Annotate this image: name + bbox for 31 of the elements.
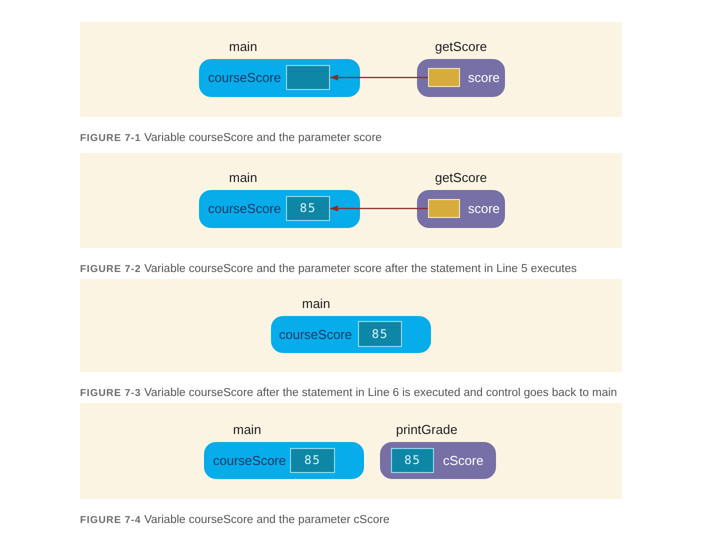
variable-name: courseScore bbox=[208, 70, 281, 86]
variable-name: score bbox=[468, 201, 500, 217]
variable-name: courseScore bbox=[213, 453, 286, 469]
memory-cell bbox=[286, 65, 330, 90]
function-name: main bbox=[229, 39, 258, 55]
figure-caption: FIGURE 7-4 Variable courseScore and the parameter cScore bbox=[80, 513, 390, 528]
variable-name: courseScore bbox=[279, 327, 352, 343]
function-name: getScore bbox=[434, 170, 488, 186]
variable-name: score bbox=[468, 70, 500, 86]
memory-cell bbox=[428, 199, 460, 218]
function-name: getScore bbox=[434, 39, 488, 55]
figure-panel bbox=[80, 403, 622, 499]
figure-caption: FIGURE 7-2 Variable courseScore and the parameter score after the statement in Line 5 executes bbox=[80, 262, 577, 277]
figure-caption: FIGURE 7-3 Variable courseScore after the statement in Line 6 is executed and control goes back to main bbox=[80, 386, 618, 401]
function-name: main bbox=[229, 170, 258, 186]
memory-cell bbox=[428, 68, 460, 87]
figure-panel bbox=[80, 22, 622, 117]
function-name: main bbox=[302, 296, 330, 312]
memory-cell: 85 bbox=[391, 448, 434, 473]
figure-panel bbox=[80, 153, 622, 248]
arrow bbox=[330, 206, 428, 212]
memory-cell: 85 bbox=[290, 448, 335, 473]
figure-panel bbox=[80, 279, 622, 372]
variable-name: courseScore bbox=[208, 201, 281, 217]
function-name: printGrade bbox=[396, 422, 458, 438]
memory-cell: 85 bbox=[358, 321, 402, 347]
function-name: main bbox=[233, 422, 262, 438]
variable-name: cScore bbox=[443, 453, 484, 469]
arrow bbox=[330, 74, 428, 80]
figure-caption: FIGURE 7-1 Variable courseScore and the parameter score bbox=[80, 131, 382, 146]
memory-cell: 85 bbox=[286, 196, 330, 221]
